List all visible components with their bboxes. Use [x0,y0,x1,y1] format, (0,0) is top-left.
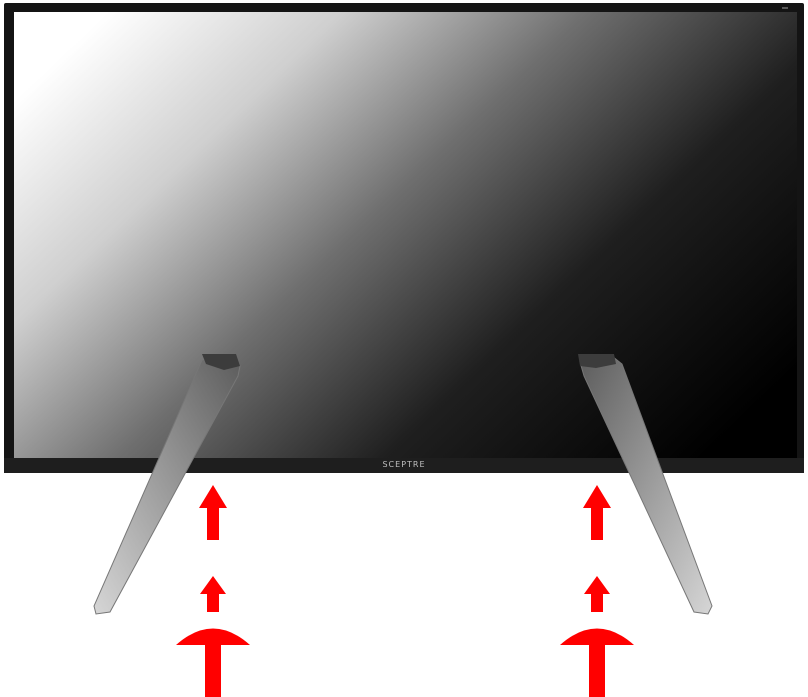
arrow-group-right [560,485,634,697]
arrow-up-icon [583,485,611,540]
arrow-group-left [176,485,250,697]
tv-brand-logo: SCEPTRE [382,460,425,469]
arrow-up-icon [560,629,634,697]
arrow-up-icon [200,576,226,612]
tv-screen [14,12,797,458]
arrow-up-icon [176,629,250,697]
power-indicator-icon [782,7,788,9]
arrow-up-icon [584,576,610,612]
tv-set: SCEPTRE [4,3,804,473]
arrow-up-icon [199,485,227,540]
